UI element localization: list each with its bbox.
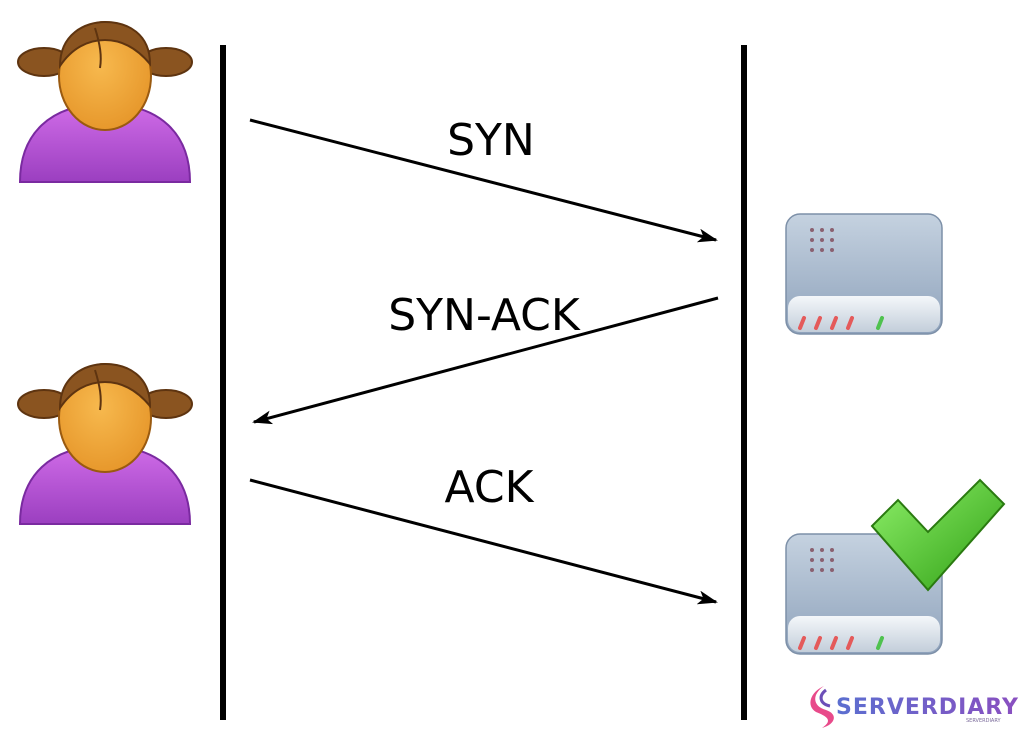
logo-text: SERVERDIARY (836, 695, 1019, 720)
server-icon (784, 212, 944, 336)
client-person-icon (17, 363, 193, 525)
client-person-icon (17, 21, 193, 183)
syn-arrow (249, 118, 718, 243)
ack-arrow (249, 478, 718, 605)
logo-subtext: SERVERDIARY (966, 718, 1001, 724)
ack-label: ACK (445, 462, 535, 513)
syn-ack-label: SYN-ACK (388, 290, 581, 341)
syn-label: SYN (447, 115, 535, 166)
syn-ack-arrow (252, 296, 719, 425)
checkmark-icon (870, 478, 1006, 592)
serverdiary-logo: SERVERDIARY SERVERDIARY (810, 686, 1019, 728)
logo-mark-icon (810, 686, 834, 728)
